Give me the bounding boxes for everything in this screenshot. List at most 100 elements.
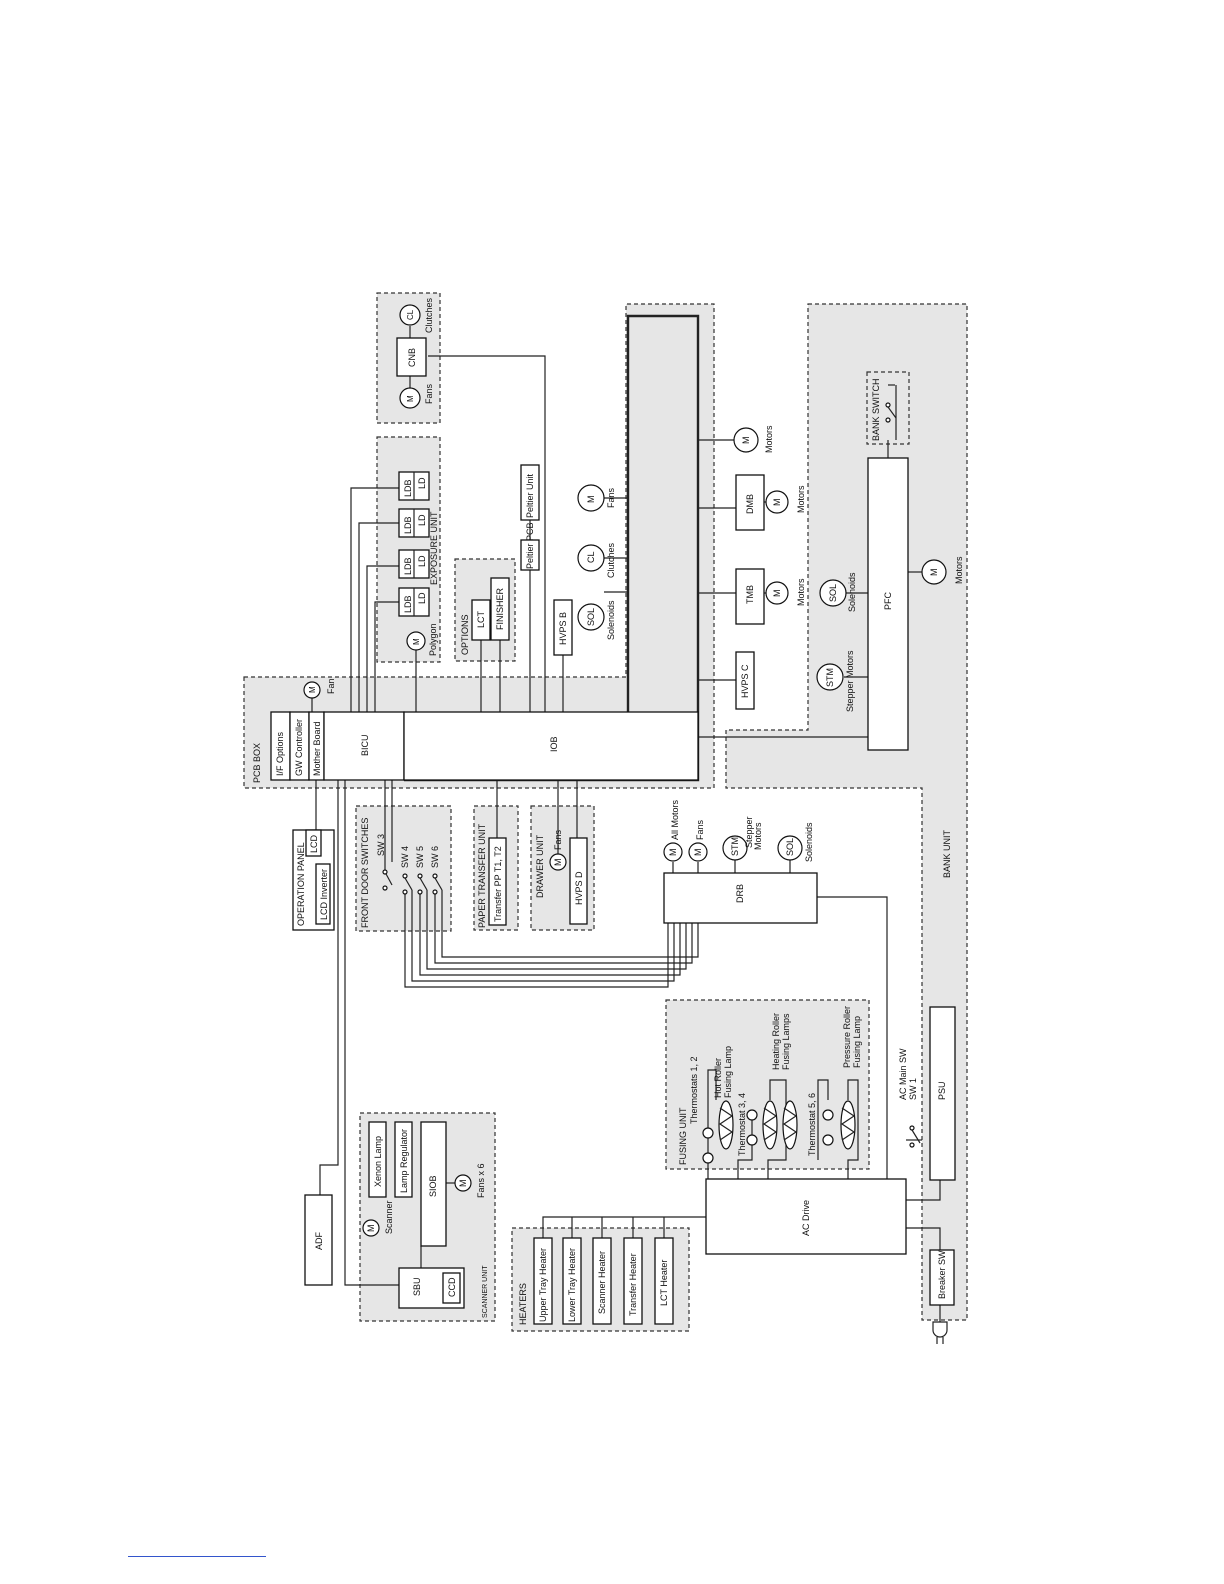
if-options-label: I/F Options	[275, 731, 285, 776]
lower-tray-heater-box	[562, 1237, 582, 1325]
mother-board-label: Mother Board	[312, 721, 322, 776]
drb-solenoids-label: Solenoids	[804, 822, 814, 862]
iob-motors-label: Motors	[764, 425, 774, 453]
pfc-sol-icon	[819, 579, 847, 607]
drb-stm-text: STM	[730, 837, 740, 856]
iob-sol-icon	[577, 603, 605, 631]
wire-fusing-5	[847, 1079, 859, 1180]
scanner-fans-m-text: M	[458, 1180, 468, 1188]
lct-heater-label: LCT Heater	[659, 1260, 669, 1306]
pfc-label: PFC	[883, 591, 893, 610]
lcd-inverter-label: LCD Inverter	[319, 869, 329, 920]
hvps-b-box	[553, 599, 573, 656]
cnb-box	[396, 337, 427, 377]
iob-m-text: M	[586, 496, 596, 504]
transfer-pp-box	[488, 837, 507, 926]
lcd-box	[305, 829, 322, 857]
dmb-motors-label: Motors	[796, 485, 806, 513]
footer-link-underline	[128, 1556, 266, 1557]
ccd-label: CCD	[447, 1277, 457, 1297]
pfc-stm-text: STM	[825, 668, 835, 687]
ld-3-label: LD	[417, 514, 427, 526]
psu-label: PSU	[937, 1081, 947, 1100]
finisher-box	[490, 577, 510, 641]
finisher-label: FINISHER	[495, 587, 505, 630]
scanner-motor-icon	[362, 1219, 380, 1237]
wire-heater-upper	[542, 1216, 706, 1238]
xenon-lamp-label: Xenon Lamp	[373, 1136, 383, 1187]
ldb-3-label: LDB	[403, 516, 413, 534]
psu-box	[929, 1006, 956, 1181]
lower-tray-heater-label: Lower Tray Heater	[567, 1248, 577, 1322]
lct-heater-box	[654, 1237, 674, 1325]
drawer-m-text: M	[553, 859, 563, 867]
wire-ldb3	[358, 522, 399, 712]
drawer-unit-label: DRAWER UNIT	[535, 834, 545, 898]
drb-fans-m-text: M	[693, 849, 703, 857]
sw4-label: SW 4	[400, 846, 410, 868]
fans-x6-label: Fans x 6	[476, 1163, 486, 1198]
pressure-roller-label-2: Fusing Lamp	[852, 1016, 862, 1068]
sw3-switch-icon	[382, 862, 393, 891]
hot-roller-lamp-icon	[718, 1100, 734, 1150]
ld-1-label: LD	[417, 592, 427, 604]
drb-fans-label: Fans	[695, 819, 705, 840]
siob-box	[420, 1121, 447, 1247]
sw3-label: SW 3	[376, 834, 386, 856]
transfer-pp-label: Transfer PP T1, T2	[493, 846, 503, 922]
wire-bicu-adf	[319, 780, 339, 1195]
drawer-fan-icon	[549, 853, 567, 871]
drb-stepper-label: Stepper	[744, 816, 754, 848]
transfer-heater-label: Transfer Heater	[628, 1253, 638, 1316]
thermostat-3-icon	[746, 1134, 758, 1146]
iob-cl-icon	[577, 544, 605, 572]
hvps-d-label: HVPS D	[574, 871, 584, 905]
hot-roller-label-1: Hot Roller	[713, 1058, 723, 1098]
heating-roller-label-1: Heating Roller	[771, 1013, 781, 1070]
sw6-switch-icon	[432, 873, 443, 895]
pfc-motors-label: Motors	[954, 556, 964, 584]
drb-sol-text: SOL	[785, 838, 795, 856]
bicu-label: BICU	[360, 734, 370, 756]
polygon-motor-icon	[406, 631, 426, 651]
wire-bicu-sbu	[344, 780, 399, 1286]
iob-sol-text: SOL	[586, 608, 596, 626]
lamp-regulator-label: Lamp Regulator	[399, 1129, 409, 1193]
drb-fans-icon	[688, 842, 708, 862]
bank-unit-label: BANK UNIT	[942, 829, 952, 878]
fusing-unit-label: FUSING UNIT	[678, 1107, 688, 1165]
pfc-stm-icon	[816, 663, 844, 691]
drawer-fans-label: Fans	[553, 829, 563, 850]
drb-label: DRB	[735, 884, 745, 903]
drb-sol-icon	[777, 835, 803, 861]
thermostats-12-label: Thermostats 1, 2	[689, 1056, 699, 1124]
dmb-label: DMB	[745, 494, 755, 514]
dmb-motor-icon	[765, 490, 789, 514]
pfc-sol-text: SOL	[828, 584, 838, 602]
lct-box	[471, 599, 491, 641]
drb-all-m-text: M	[668, 849, 678, 857]
thermostat-6-icon	[822, 1109, 834, 1121]
thermostat-34-label: Thermostat 3, 4	[737, 1093, 747, 1156]
pcb-box-label: PCB BOX	[252, 743, 262, 783]
fan-m-text: M	[308, 686, 317, 693]
pfc-m-text: M	[929, 569, 939, 577]
wire-sw-drb-4	[426, 890, 687, 970]
sw5-switch-icon	[417, 873, 428, 895]
iob-clutches-label: Clutches	[606, 542, 616, 578]
ac-drive-box	[705, 1178, 907, 1255]
heating-roller-label-2: Fusing Lamps	[781, 1013, 791, 1070]
exposure-unit-label: EXPOSURE UNIT	[429, 511, 439, 585]
sw1-label: SW 1	[908, 1078, 918, 1100]
scanner-m-text: M	[366, 1225, 376, 1233]
adf-box	[304, 1194, 333, 1286]
wire-sw-drb-1	[404, 890, 669, 988]
thermostat-4-icon	[746, 1109, 758, 1121]
peltier-unit-box	[520, 464, 540, 521]
operation-panel-label: OPERATION PANEL	[296, 842, 306, 926]
cnb-clutches-label: Clutches	[424, 297, 434, 333]
wire-ldb1	[374, 601, 399, 712]
iob-box	[403, 711, 699, 781]
tmb-label: TMB	[745, 585, 755, 604]
paper-transfer-unit-label: PAPER TRANSFER UNIT	[477, 823, 487, 928]
